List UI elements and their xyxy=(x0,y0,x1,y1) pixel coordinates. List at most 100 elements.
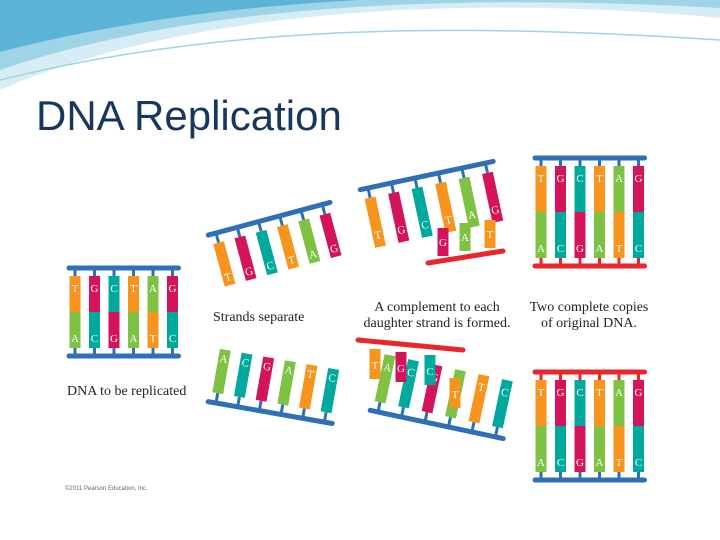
swoosh-band-dark xyxy=(0,0,720,52)
base-letter-G: G xyxy=(635,173,643,185)
nucleotide-C xyxy=(424,355,436,385)
backbone-stem xyxy=(257,400,263,411)
nucleotide-T xyxy=(594,166,605,212)
nucleotide-T xyxy=(364,196,386,248)
nucleotide-G xyxy=(633,166,644,212)
nucleotide-G xyxy=(574,212,586,258)
nucleotide-T xyxy=(298,364,318,410)
nucleotide-T xyxy=(449,378,461,408)
base-letter-A: A xyxy=(308,248,319,262)
base-letter-G: G xyxy=(490,204,500,217)
nucleotide-A xyxy=(298,218,321,264)
backbone-stem xyxy=(257,221,263,232)
nucleotide-G xyxy=(388,191,410,243)
caption-complement-formed: A complement to each daughter strand is … xyxy=(343,300,531,332)
base-letter-G: G xyxy=(397,363,405,375)
backbone-stem xyxy=(436,172,442,184)
base-letter-A: A xyxy=(537,243,545,255)
nucleotide-T xyxy=(535,380,547,426)
nucleotide-A xyxy=(535,212,547,258)
dna-replication-diagram: TAGCCGTAATGCTGCTAGACGATCTGCTAGGATACGATCT… xyxy=(63,150,655,498)
backbone-stem xyxy=(320,204,327,215)
nucleotide-T xyxy=(613,426,625,472)
nucleotide-T xyxy=(69,276,81,312)
nucleotide-A xyxy=(594,212,605,258)
nucleotide-C xyxy=(555,212,566,258)
base-letter-T: T xyxy=(452,389,459,401)
base-letter-C: C xyxy=(500,386,510,399)
base-letter-C: C xyxy=(426,366,433,378)
nucleotide-T xyxy=(369,349,381,379)
backbone-stem xyxy=(493,426,499,438)
nucleotide-G xyxy=(108,312,120,348)
base-letter-G: G xyxy=(244,265,255,279)
base-letter-T: T xyxy=(374,229,383,242)
backbone-stem xyxy=(483,162,489,174)
base-letter-T: T xyxy=(596,173,603,185)
base-letter-A: A xyxy=(461,232,469,244)
header-swoosh xyxy=(0,0,720,90)
backbone-stem xyxy=(460,167,466,179)
base-letter-C: C xyxy=(576,387,583,399)
backbone-stem xyxy=(279,404,285,415)
new-backbone-bottom xyxy=(355,337,466,353)
nucleotide-A xyxy=(277,360,296,406)
base-letter-A: A xyxy=(130,333,138,345)
nucleotide-A xyxy=(535,426,547,472)
base-letter-T: T xyxy=(372,360,379,372)
base-letter-G: G xyxy=(91,283,99,295)
nucleotide-C xyxy=(492,379,513,429)
separating-bottom-strand xyxy=(205,399,335,426)
base-letter-A: A xyxy=(467,209,477,222)
caption-copies-line-2: of original DNA. xyxy=(540,316,638,331)
base-letter-G: G xyxy=(557,387,565,399)
caption-dna-to-be-replicated: DNA to be replicated xyxy=(67,384,187,399)
base-letter-T: T xyxy=(538,173,545,185)
nucleotide-G xyxy=(319,212,342,259)
diagram-canvas: TAGCCGTAATGCTGCTAGACGATCTGCTAGGATACGATCT… xyxy=(66,155,647,483)
backbone-stem xyxy=(236,396,241,408)
nucleotide-A xyxy=(613,166,625,212)
caption-copies-line-1: Two complete copies xyxy=(529,300,649,315)
swoosh-band-mid xyxy=(0,0,720,70)
nucleotide-G xyxy=(167,276,178,312)
base-letter-G: G xyxy=(329,242,340,256)
nucleotide-G xyxy=(234,235,257,281)
nucleotide-A xyxy=(458,176,480,228)
base-letter-C: C xyxy=(169,333,176,345)
nucleotide-C xyxy=(108,276,120,312)
nucleotide-G xyxy=(89,276,100,312)
copyright-notice: ©2011 Pearson Education, Inc. xyxy=(65,486,148,492)
base-letter-A: A xyxy=(596,457,604,469)
base-letter-C: C xyxy=(635,243,642,255)
base-letter-C: C xyxy=(635,457,642,469)
base-letter-C: C xyxy=(406,366,416,379)
nucleotide-T xyxy=(535,166,547,212)
backbone-stem xyxy=(299,209,306,221)
nucleotide-G xyxy=(574,426,586,472)
base-letter-C: C xyxy=(241,357,250,370)
nucleotide-G xyxy=(555,380,566,426)
nucleotide-A xyxy=(594,426,605,472)
caption-complement-line-1: A complement to each xyxy=(374,300,500,315)
nucleotide-T xyxy=(128,276,139,312)
backbone-stem xyxy=(446,416,452,428)
nucleotide-T xyxy=(213,241,236,287)
backbone-stem xyxy=(423,411,429,423)
base-letter-C: C xyxy=(557,243,564,255)
template-bottom-strand xyxy=(367,407,506,442)
nucleotide-T xyxy=(613,212,625,258)
separating-top-strand xyxy=(205,199,333,238)
caption-two-copies: Two complete copies of original DNA. xyxy=(521,300,657,332)
nucleotide-C xyxy=(574,166,586,212)
base-letter-A: A xyxy=(284,364,294,377)
nucleotide-C xyxy=(633,426,644,472)
base-letter-A: A xyxy=(149,283,157,295)
base-letter-T: T xyxy=(616,457,623,469)
base-letter-T: T xyxy=(487,229,494,241)
